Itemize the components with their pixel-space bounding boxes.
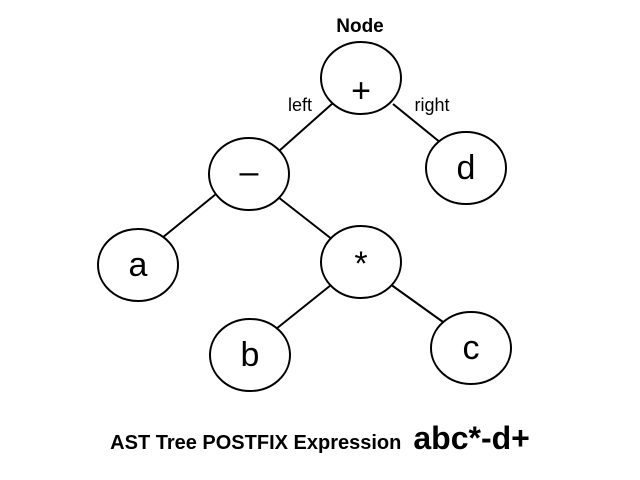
tree-node-star: * xyxy=(320,225,402,299)
node-label: c xyxy=(463,329,480,367)
node-ellipse xyxy=(209,318,291,392)
node-label: a xyxy=(129,246,148,284)
tree-node-minus: – xyxy=(208,137,290,211)
node-label: – xyxy=(240,153,259,191)
right-field-label: right xyxy=(414,95,449,115)
diagram-caption: AST Tree POSTFIX Expression abc*-d+ xyxy=(0,420,640,457)
tree-edges xyxy=(161,102,444,330)
node-ellipse xyxy=(425,131,507,205)
tree-node-plus: + xyxy=(320,41,402,115)
node-title: Node xyxy=(336,16,384,37)
edge-star-c xyxy=(389,283,444,323)
node-label: + xyxy=(351,72,371,110)
left-field-label: left xyxy=(288,95,312,115)
postfix-expression: abc*-d+ xyxy=(413,420,530,456)
node-label: b xyxy=(241,336,260,374)
node-ellipse xyxy=(320,225,402,299)
caption-label: AST Tree POSTFIX Expression xyxy=(110,432,402,454)
edge-star-b xyxy=(275,284,332,330)
edge-plus-d xyxy=(392,103,442,144)
edge-minus-a xyxy=(161,193,217,239)
tree-node-d: d xyxy=(425,131,507,205)
edge-plus-minus xyxy=(278,102,334,152)
tree-node-a: a xyxy=(97,228,179,302)
node-ellipse xyxy=(97,228,179,302)
node-ellipse xyxy=(320,41,402,115)
node-ellipse xyxy=(208,137,290,211)
tree-node-c: c xyxy=(430,311,512,385)
node-label: * xyxy=(354,245,367,283)
edge-minus-star xyxy=(277,196,334,241)
tree-node-b: b xyxy=(209,318,291,392)
node-label: d xyxy=(457,149,476,187)
node-ellipse xyxy=(430,311,512,385)
